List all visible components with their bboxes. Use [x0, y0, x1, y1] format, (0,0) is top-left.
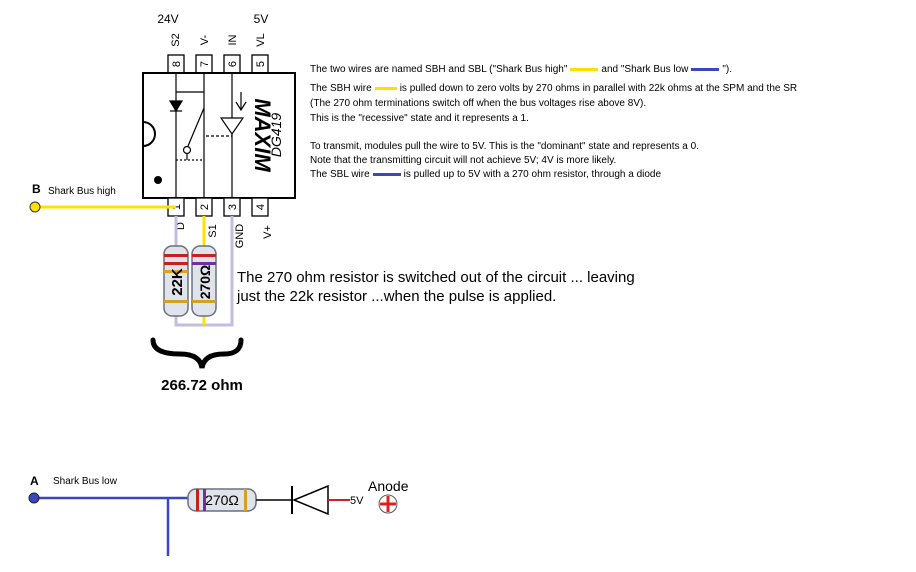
- supply-voltage-label: 5V: [350, 495, 364, 507]
- note-line-7: The SBL wire is pulled up to 5V with a 27…: [310, 169, 661, 181]
- top-pins: [167, 54, 269, 74]
- diode-symbol: [291, 484, 329, 516]
- pin-num-2: 2: [199, 204, 211, 210]
- pin-name-d: D: [175, 222, 187, 230]
- chip-internal-switch: [168, 73, 247, 198]
- bus-low-terminal: [28, 492, 40, 504]
- pin-box-4: [251, 197, 269, 217]
- note-line-1: The two wires are named SBH and SBL ("Sh…: [310, 64, 732, 76]
- pin-num-4: 4: [255, 204, 267, 210]
- pin-num-7: 7: [199, 61, 211, 67]
- note-line-3: (The 270 ohm terminations switch off whe…: [310, 98, 647, 109]
- pin-num-8: 8: [171, 61, 183, 67]
- anode-label: Anode: [368, 478, 409, 494]
- resistor-270-high-label: 270Ω: [197, 265, 213, 300]
- note-line-7a: The SBL wire: [310, 169, 370, 180]
- note-line-6: Note that the transmitting circuit will …: [310, 155, 617, 166]
- pin-name-gnd: GND: [234, 224, 246, 249]
- blue-swatch: [691, 67, 720, 71]
- resistor-22k-label: 22K: [169, 268, 186, 296]
- note-line-2b: is pulled down to zero volts by 270 ohms…: [399, 83, 798, 94]
- note-line-5: To transmit, modules pull the wire to 5V…: [310, 141, 699, 152]
- note-line-1a: The two wires are named SBH and SBL ("Sh…: [310, 64, 568, 75]
- yellow-swatch-2: [374, 86, 397, 90]
- note-line-7b: is pulled up to 5V with a 270 ohm resist…: [403, 169, 662, 180]
- resistor-270-high: [191, 245, 217, 317]
- yellow-swatch: [570, 67, 599, 71]
- blue-swatch-2: [372, 172, 401, 176]
- pin-num-1: 1: [171, 204, 183, 210]
- chip-body: [142, 72, 296, 199]
- bus-high-label: Shark Bus high: [48, 186, 116, 197]
- chip-part-number: DG419: [268, 113, 284, 158]
- pin-num-5: 5: [255, 61, 267, 67]
- switch-note-line-2: just the 22k resistor ...when the pulse …: [237, 288, 557, 305]
- voltage-5v-label: 5V: [254, 12, 269, 26]
- bottom-pins: [167, 197, 269, 217]
- pin-num-3: 3: [227, 204, 239, 210]
- resistor-270-low-label: 270Ω: [205, 492, 239, 508]
- pin1-dot: [154, 176, 162, 184]
- pin-name-v-plus: V+: [262, 225, 274, 239]
- bus-low-letter: A: [30, 474, 39, 488]
- note-line-1c: ").: [722, 64, 733, 75]
- pin-name-in: IN: [227, 34, 239, 45]
- plus-terminal-icon: [378, 494, 398, 514]
- pin-name-s2: S2: [170, 33, 182, 46]
- pin-name-vl: VL: [255, 33, 267, 46]
- parallel-brace: [150, 337, 244, 369]
- chip-brand-logo: MAXIM: [250, 98, 275, 172]
- voltage-24v-label: 24V: [157, 12, 178, 26]
- pin-name-v-minus: V-: [199, 34, 211, 45]
- resistor-22k: [163, 245, 189, 317]
- bus-high-letter: B: [32, 182, 41, 196]
- pin-name-s1: S1: [207, 224, 219, 237]
- chip-notch: [142, 121, 156, 147]
- note-line-2: The SBH wire is pulled down to zero volts…: [310, 83, 797, 95]
- pin-num-6: 6: [227, 61, 239, 67]
- switch-note-line-1: The 270 ohm resistor is switched out of …: [237, 269, 635, 286]
- note-line-1b: and "Shark Bus low: [601, 64, 689, 75]
- bus-high-terminal: [29, 201, 41, 213]
- bus-low-label: Shark Bus low: [53, 476, 118, 487]
- combined-resistance-label: 266.72 ohm: [161, 377, 243, 394]
- note-line-2a: The SBH wire: [310, 83, 372, 94]
- note-line-4: This is the "recessive" state and it rep…: [310, 113, 529, 124]
